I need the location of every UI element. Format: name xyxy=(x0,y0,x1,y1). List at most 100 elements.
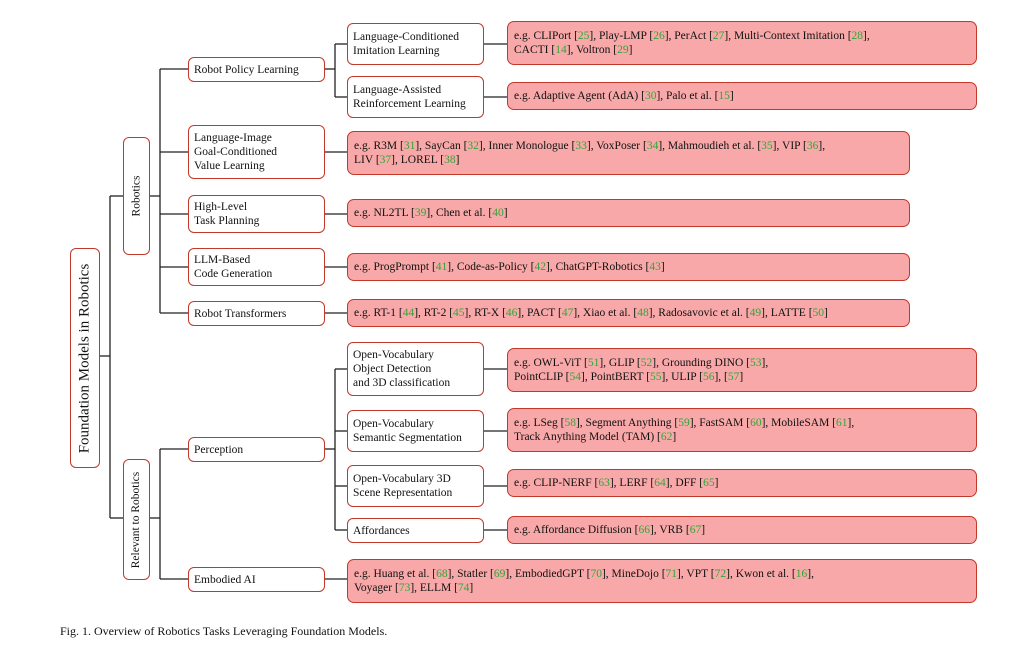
reference-number: 57 xyxy=(727,371,740,383)
leaf-text-segment: ], Track Anything Model (TAM) [ xyxy=(514,417,855,443)
reference-number: 58 xyxy=(564,417,576,429)
leaf-affordances: e.g. Affordance Diffusion [66], VRB [67] xyxy=(507,516,977,544)
reference-number: 72 xyxy=(714,568,727,580)
node-label: Language-Conditioned Imitation Learning xyxy=(353,31,460,57)
reference-number: 30 xyxy=(644,90,657,102)
reference-number: 36 xyxy=(806,140,819,152)
reference-number: 59 xyxy=(678,417,690,429)
node-label: Language-Assisted Reinforcement Learning xyxy=(353,84,466,110)
leaf-text-segment: e.g. R3M [ xyxy=(354,140,404,152)
node-robot-transformers: Robot Transformers xyxy=(188,301,325,326)
leaf-text-segment: ], LOREL [ xyxy=(391,154,445,166)
reference-number: 26 xyxy=(653,30,665,42)
node-label: Perception xyxy=(194,443,244,456)
reference-number: 42 xyxy=(534,261,546,273)
leaf-text: e.g. Huang et al. [68], Statler [69], Em… xyxy=(354,567,814,595)
reference-number: 35 xyxy=(761,140,773,152)
leaf-text-segment: ], MineDojo [ xyxy=(601,568,666,580)
reference-number: 16 xyxy=(795,568,808,580)
leaf-text: e.g. ProgPrompt [41], Code-as-Policy [42… xyxy=(354,260,665,274)
reference-number: 40 xyxy=(492,207,504,219)
leaf-text-segment: ], LERF [ xyxy=(609,477,655,489)
node-robot-policy-learning: Robot Policy Learning xyxy=(188,57,325,82)
node-label: Open-Vocabulary Object Detection and 3D … xyxy=(353,349,451,389)
reference-number: 67 xyxy=(689,524,702,536)
reference-number: 52 xyxy=(640,357,653,369)
leaf-text-segment: ], VoxPoser [ xyxy=(586,140,647,152)
leaf-code-generation: e.g. ProgPrompt [41], Code-as-Policy [42… xyxy=(347,253,910,281)
node-ov-segmentation: Open-Vocabulary Semantic Segmentation xyxy=(347,410,484,452)
reference-number: 25 xyxy=(577,30,590,42)
leaf-text-segment: ] xyxy=(824,307,828,319)
leaf-text-segment: ], Kwon et al. [ xyxy=(726,568,796,580)
group-label: Relevant to Robotics xyxy=(130,471,143,568)
leaf-text-segment: ], Segment Anything [ xyxy=(575,417,679,429)
reference-number: 64 xyxy=(654,477,666,489)
reference-number: 60 xyxy=(750,417,762,429)
leaf-text-segment: e.g. ProgPrompt [ xyxy=(354,261,436,273)
leaf-text-segment: ], PerAct [ xyxy=(664,30,713,42)
leaf-text: e.g. NL2TL [39], Chen et al. [40] xyxy=(354,206,508,220)
node-perception: Perception xyxy=(188,437,325,462)
leaf-text-segment: e.g. CLIPort xyxy=(514,30,575,42)
leaf-text-segment: ], VIP [ xyxy=(772,140,807,152)
group-node-relevant: Relevant to Robotics xyxy=(123,459,150,580)
leaf-text-segment: ], Grounding DINO [ xyxy=(652,357,750,369)
leaf-text-segment: ], LIV [ xyxy=(354,140,826,166)
reference-number: 66 xyxy=(638,524,650,536)
reference-number: 62 xyxy=(660,431,673,443)
leaf-ov-detection: e.g. OWL-ViT [51], GLIP [52], Grounding … xyxy=(507,348,977,392)
leaf-text-segment: ], VRB [ xyxy=(649,524,690,536)
reference-number: 55 xyxy=(650,371,662,383)
leaf-text: e.g. R3M [31], SayCan [32], Inner Monolo… xyxy=(354,139,825,167)
reference-number: 68 xyxy=(436,568,448,580)
node-label: Robot Policy Learning xyxy=(194,63,299,76)
node-label: Language-Image Goal-Conditioned Value Le… xyxy=(194,132,278,172)
reference-number: 29 xyxy=(617,44,629,56)
leaf-robot-transformers: e.g. RT-1 [44], RT-2 [45], RT-X [46], PA… xyxy=(347,299,910,327)
leaf-embodied-ai: e.g. Huang et al. [68], Statler [69], Em… xyxy=(347,559,977,603)
reference-number: 27 xyxy=(712,30,725,42)
reference-number: 69 xyxy=(493,568,506,580)
reference-number: 54 xyxy=(569,371,581,383)
leaf-text-segment: ], EmbodiedGPT [ xyxy=(505,568,591,580)
leaf-text-segment: ], Play-LMP [ xyxy=(589,30,654,42)
reference-number: 74 xyxy=(457,582,470,594)
leaf-text-segment: ] xyxy=(628,44,633,56)
leaf-text-segment: ], Radosavovic et al. [ xyxy=(648,307,750,319)
leaf-task-planning: e.g. NL2TL [39], Chen et al. [40] xyxy=(347,199,910,227)
reference-number: 45 xyxy=(453,307,465,319)
leaf-text: e.g. Affordance Diffusion [66], VRB [67] xyxy=(514,523,705,537)
leaf-text-segment: ] xyxy=(455,154,460,166)
leaf-text-segment: e.g. Affordance Diffusion [ xyxy=(514,524,639,536)
reference-number: 71 xyxy=(665,568,678,580)
leaf-text-segment: e.g. RT-1 [ xyxy=(354,307,403,319)
reference-number: 50 xyxy=(812,307,825,319)
leaf-text-segment: ], Statler [ xyxy=(447,568,494,580)
leaf-text-segment: ], CACTI [ xyxy=(514,30,870,56)
reference-number: 51 xyxy=(587,357,600,369)
leaf-value-learning: e.g. R3M [31], SayCan [32], Inner Monolo… xyxy=(347,131,910,175)
leaf-ov-3d-scene: e.g. CLIP-NERF [63], LERF [64], DFF [65] xyxy=(507,469,977,497)
leaf-text-segment: ], Voyager [ xyxy=(354,568,814,594)
leaf-text-segment: ], LATTE [ xyxy=(761,307,813,319)
reference-number: 63 xyxy=(598,477,610,489)
reference-number: 14 xyxy=(555,44,567,56)
leaf-text-segment: ], SayCan [ xyxy=(415,140,468,152)
leaf-la-reinforcement: e.g. Adaptive Agent (AdA) [30], Palo et … xyxy=(507,82,977,110)
leaf-text: e.g. CLIPort [25], Play-LMP [26], PerAct… xyxy=(514,29,870,57)
leaf-text-segment: ], Xiao et al. [ xyxy=(573,307,638,319)
leaf-text-segment: ] xyxy=(714,477,719,489)
leaf-text-segment: ], MobileSAM [ xyxy=(761,417,837,429)
leaf-text-segment: ], Mahmoudieh et al. [ xyxy=(658,140,762,152)
leaf-text-segment: ], Palo et al. [ xyxy=(656,90,719,102)
leaf-lc-imitation: e.g. CLIPort [25], Play-LMP [26], PerAct… xyxy=(507,21,977,65)
node-ov-detection: Open-Vocabulary Object Detection and 3D … xyxy=(347,342,484,396)
leaf-text-segment: ] xyxy=(672,431,677,443)
leaf-text: e.g. LSeg [58], Segment Anything [59], F… xyxy=(514,416,854,444)
reference-number: 43 xyxy=(649,261,661,273)
leaf-text: e.g. OWL-ViT [51], GLIP [52], Grounding … xyxy=(514,356,768,384)
reference-number: 46 xyxy=(505,307,518,319)
leaf-text-segment: ] xyxy=(660,261,665,273)
group-node-robotics: Robotics xyxy=(123,137,150,255)
